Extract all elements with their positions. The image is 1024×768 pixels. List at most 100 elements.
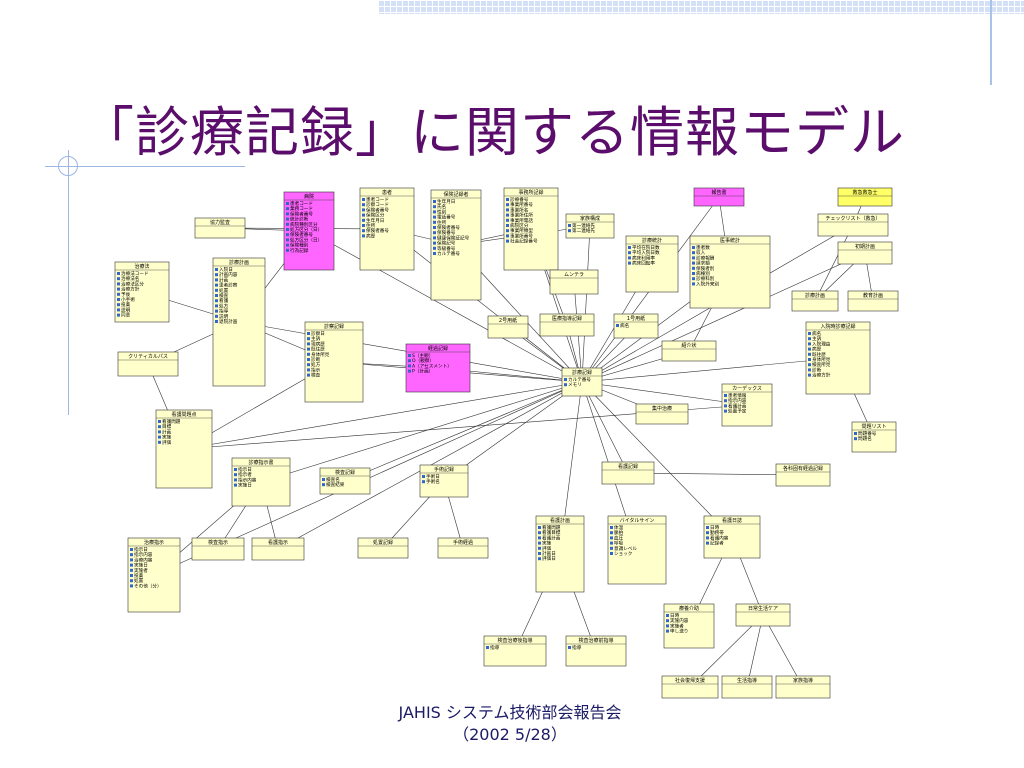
class-attribute: 指示内容 (238, 476, 257, 483)
class-attribute: 問題名 (858, 435, 872, 442)
attribute-icon (538, 536, 541, 540)
attribute-icon (538, 526, 541, 529)
class-attribute: 問題番号 (858, 430, 877, 437)
attribute-icon (854, 437, 857, 441)
class-attribute: 検査 (311, 372, 321, 379)
attribute-icon (408, 369, 411, 373)
attribute-icon (564, 378, 567, 381)
attribute-icon (564, 383, 567, 387)
attribute-icon (706, 526, 709, 529)
footer-line1: JAHIS システム技術部会報告会 (398, 703, 622, 722)
class-box-rect (503, 187, 559, 271)
class-box-rect (721, 675, 773, 699)
class-attribute: S（主観） (412, 352, 433, 359)
class-box-rect (851, 421, 897, 453)
class-name: チェックリスト（救急） (825, 215, 880, 222)
class-box-rect (430, 189, 482, 301)
attribute-icon (706, 541, 709, 545)
attribute-icon (158, 435, 161, 439)
class-attribute: カルテ番号 (568, 376, 591, 383)
class-name: 検査治療前指導 (578, 637, 613, 644)
association-line (746, 614, 764, 688)
attribute-icon (215, 304, 218, 308)
attribute-icon (322, 478, 325, 481)
class-attribute: 患者数 (696, 244, 710, 251)
class-box-rect (487, 315, 529, 339)
attribute-icon (286, 212, 289, 216)
class-name: 検査治療後指導 (497, 637, 532, 644)
class-attribute: 脈拍 (614, 529, 624, 536)
class-box-kiroku_byoin: 病院患者コード業務コード保険者番号統計診断病院種別区分処方区分（日）保険者番号処… (283, 191, 335, 271)
attribute-icon (215, 283, 218, 287)
class-name: 診療計画 (229, 259, 249, 266)
class-attribute: 平均入院日数 (632, 249, 660, 256)
class-attribute: 事業所類型 (510, 227, 533, 234)
attribute-icon (692, 277, 695, 281)
class-attribute: 投薬 (134, 572, 144, 579)
attribute-icon (808, 337, 811, 341)
class-attribute: 勤務帯 (710, 529, 724, 536)
class-box-rect (805, 321, 871, 395)
class-attribute: 統計診断 (290, 216, 309, 223)
attribute-icon (215, 299, 218, 303)
class-attribute: 体温 (614, 524, 624, 531)
class-attribute: 入院日 (219, 266, 233, 273)
attribute-icon (158, 420, 161, 423)
class-name: 生活指導 (737, 677, 757, 684)
class-attribute: 治療方針 (121, 286, 140, 293)
attribute-icon (130, 563, 133, 567)
class-attribute: 説明 (219, 313, 229, 320)
class-attribute: 保険者別 (696, 265, 715, 272)
class-box-rect (625, 235, 679, 293)
class-attribute: 意識レベル (614, 545, 637, 552)
class-box-rect (847, 290, 899, 312)
attribute-icon (117, 308, 120, 312)
attribute-icon (307, 352, 310, 356)
class-attribute: 指導 (219, 308, 229, 315)
attribute-icon (307, 347, 310, 351)
class-attribute: 計画 (219, 276, 229, 283)
class-attribute: 指導 (490, 644, 500, 651)
attribute-icon (286, 217, 289, 221)
class-box-hokoku: 報告書 (693, 187, 745, 207)
class-attribute: 保険種別 (290, 242, 309, 249)
class-attribute: 診察日 (311, 330, 325, 337)
attribute-icon (506, 203, 509, 207)
class-box-kyoyu: 協力監査 (194, 217, 246, 239)
class-attribute: 病名 (620, 322, 629, 329)
class-box-critical: クリティカルパス (117, 351, 179, 377)
class-box-rect (663, 603, 715, 649)
class-box-rect (114, 261, 170, 323)
class-box-kangoshiji: 看護指示 (251, 537, 305, 561)
attribute-icon (724, 399, 727, 403)
class-box-rect (319, 467, 371, 495)
class-box-seikatsu: 生活指導 (721, 675, 773, 699)
attribute-icon (506, 208, 509, 212)
class-name: 診療記録 (572, 369, 592, 376)
class-name: 診療統計 (642, 237, 662, 244)
class-attribute: 等級番号 (437, 245, 456, 252)
attribute-icon (130, 568, 133, 572)
attribute-icon (215, 320, 218, 323)
attribute-icon (362, 208, 365, 212)
class-attribute: 検査 (219, 292, 229, 299)
class-box-rect (155, 409, 213, 489)
class-attribute: 身体所見 (311, 351, 330, 358)
attribute-icon (808, 368, 811, 372)
class-attribute: 指示日 (134, 546, 148, 553)
attribute-icon (808, 347, 811, 351)
association-line (581, 381, 629, 474)
class-name: 保険記録者 (443, 191, 468, 198)
class-box-shakai: 社会復帰支援 (661, 675, 719, 699)
class-box-rect (837, 187, 893, 207)
class-attribute: 行為記録 (290, 247, 309, 254)
association-line (581, 381, 748, 406)
